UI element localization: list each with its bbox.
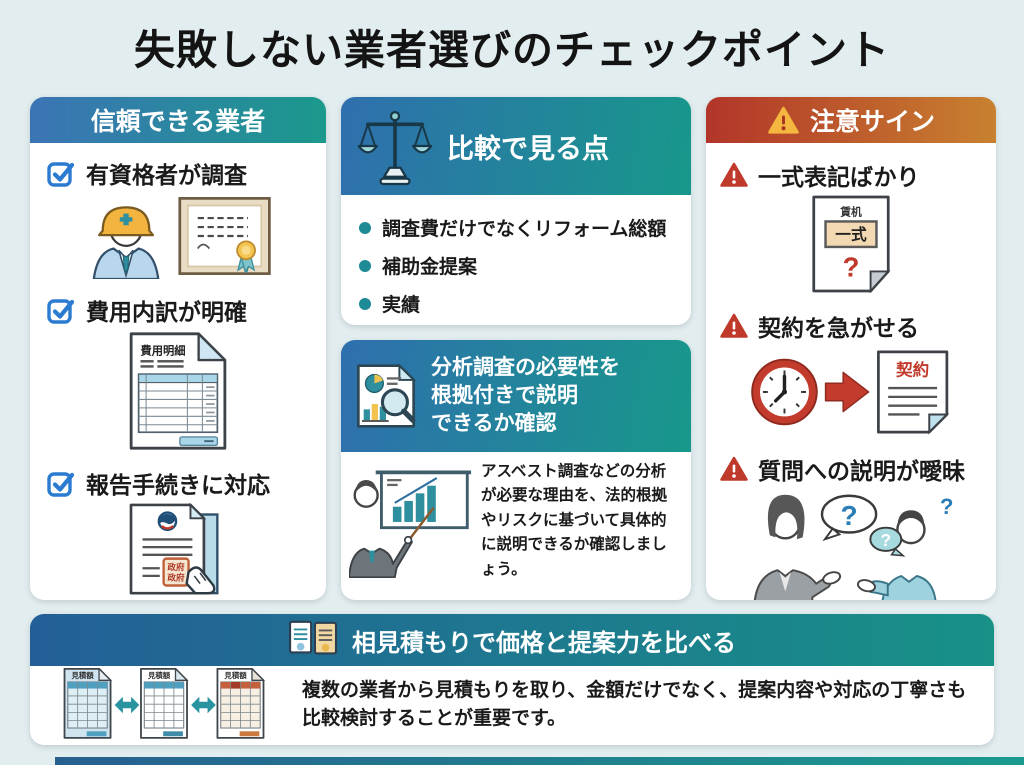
government-document-illustration: 政府 政府 xyxy=(30,502,326,598)
banner-body: 見積額 見積額 xyxy=(30,666,994,742)
trusted-card-title: 信頼できる業者 xyxy=(90,108,266,136)
analysis-body-text: アスベスト調査などの分析が必要な理由を、法的根拠やリスクに基づいて具体的に説明で… xyxy=(481,463,668,578)
invoice-title-text: 費用明細 xyxy=(140,343,186,357)
check-item-label: 費用内訳が明確 xyxy=(86,299,247,325)
analysis-card-body: アスベスト調査などの分析が必要な理由を、法的根拠やリスクに基づいて具体的に説明で… xyxy=(341,452,691,582)
rush-contract-illustration: 契約 xyxy=(706,345,996,437)
bullet-item: 補助金提案 xyxy=(359,252,673,279)
banner-body-text: 複数の業者から見積もりを取り、金額だけでなく、提案内容や対応の丁寧さも比較検討す… xyxy=(302,679,967,730)
stamp-text-2: 政府 xyxy=(167,572,185,583)
bullet-label: 補助金提案 xyxy=(382,257,478,278)
comparison-banner: 相見積もりで価格と提案力を比べる 見積額 見積額 xyxy=(30,614,994,745)
comparison-card: 比較で見る点 調査費だけでなくリフォーム総額 補助金提案 実績 xyxy=(341,97,691,325)
analysis-title-line1: 分析調査の必要性を xyxy=(431,356,620,380)
bullet-item: 実績 xyxy=(359,290,673,317)
check-item-label: 有資格者が調査 xyxy=(86,162,247,188)
invoice-svg: 費用明細 xyxy=(129,332,227,450)
contract-label-text: 契約 xyxy=(895,359,929,379)
estimate-doc-title-text: 賃机 xyxy=(839,206,862,219)
warning-signs-card: 注意サイン 一式表記ばかり 賃机 一式 ? xyxy=(706,97,996,600)
page-title: 失敗しない業者選びのチェックポイント xyxy=(134,27,890,73)
comparison-card-header: 比較で見る点 xyxy=(341,97,691,195)
documents-icon xyxy=(289,620,338,655)
analysis-title-line2: 根拠付きで説明 xyxy=(431,384,578,408)
trusted-contractor-card: 信頼できる業者 有資格者が調査 xyxy=(30,97,326,600)
vague-answers-svg: ? ? ? xyxy=(753,494,954,600)
comparison-bullet-list: 調査費だけでなくリフォーム総額 補助金提案 実績 xyxy=(341,195,691,325)
warning-triangle-icon xyxy=(720,313,748,338)
scales-icon xyxy=(357,110,433,186)
lumpsum-estimate-svg: 賃机 一式 ? xyxy=(812,195,891,293)
presenter-illustration xyxy=(349,470,472,579)
bullet-item: 調査費だけでなくリフォーム総額 xyxy=(359,214,673,241)
lumpsum-estimate-illustration: 賃机 一式 ? xyxy=(706,194,996,294)
quote-doc-label: 見積額 xyxy=(223,671,247,680)
invoice-illustration: 費用明細 xyxy=(30,329,326,453)
middle-column: 比較で見る点 調査費だけでなくリフォーム総額 補助金提案 実績 xyxy=(341,97,691,600)
check-item-reporting: 報告手続きに対応 xyxy=(46,466,318,500)
warning-item-label: 一式表記ばかり xyxy=(758,164,920,190)
warning-triangle-icon xyxy=(720,456,748,481)
quote-doc-label: 見積額 xyxy=(71,671,95,680)
quote-doc-label: 見積額 xyxy=(147,671,171,680)
bullet-label: 実績 xyxy=(382,295,421,316)
checkbox-icon xyxy=(47,299,75,324)
quote-comparison-illustration: 見積額 見積額 xyxy=(63,668,266,739)
check-item-costs: 費用内訳が明確 xyxy=(46,293,318,327)
analysis-report-icon xyxy=(357,363,417,428)
worker-certificate-illustration xyxy=(30,192,326,280)
warning-item-rush: 契約を急がせる xyxy=(720,309,990,343)
warning-item-vague: 質問への説明が曖昧 xyxy=(720,452,990,486)
analysis-card-title: 分析調査の必要性を 根拠付きで説明 できるか確認 xyxy=(431,354,620,437)
warning-item-lumpsum: 一式表記ばかり xyxy=(720,158,990,192)
warning-triangle-icon xyxy=(720,162,748,187)
columns-container: 信頼できる業者 有資格者が調査 xyxy=(30,97,996,600)
banner-header: 相見積もりで価格と提案力を比べる xyxy=(30,614,994,666)
warning-item-label: 契約を急がせる xyxy=(758,315,919,341)
check-item-qualified: 有資格者が調査 xyxy=(46,156,318,190)
trusted-card-header: 信頼できる業者 xyxy=(30,97,326,143)
analysis-explanation-card: 分析調査の必要性を 根拠付きで説明 できるか確認 xyxy=(341,340,691,600)
analysis-card-header: 分析調査の必要性を 根拠付きで説明 できるか確認 xyxy=(341,340,691,452)
bullet-label: 調査費だけでなくリフォーム総額 xyxy=(382,219,667,240)
banner-title: 相見積もりで価格と提案力を比べる xyxy=(352,629,736,657)
warning-card-header: 注意サイン xyxy=(706,97,996,143)
bubble-question-2: ? xyxy=(880,530,891,550)
warning-card-title: 注意サイン xyxy=(809,108,935,136)
bullet-dot-icon xyxy=(359,259,371,272)
stamp-text-1: 政府 xyxy=(167,561,185,572)
vague-answers-illustration: ? ? ? xyxy=(706,488,996,600)
rush-contract-svg: 契約 xyxy=(751,350,950,435)
government-document-svg: 政府 政府 xyxy=(129,503,219,595)
estimate-box-text: 一式 xyxy=(835,225,867,244)
check-item-label: 報告手続きに対応 xyxy=(86,472,270,498)
bubble-question-1: ? xyxy=(841,500,858,531)
checkbox-icon xyxy=(47,162,75,187)
estimate-question-text: ? xyxy=(843,251,860,282)
comparison-card-title: 比較で見る点 xyxy=(447,133,609,164)
worker-certificate-svg xyxy=(92,197,271,279)
bullet-dot-icon xyxy=(359,297,371,310)
warning-triangle-icon xyxy=(768,106,799,134)
warning-item-label: 質問への説明が曖昧 xyxy=(758,458,965,484)
bullet-dot-icon xyxy=(359,221,371,234)
bubble-question-3: ? xyxy=(940,494,954,519)
checkbox-icon xyxy=(47,472,75,497)
footer-accent-strip xyxy=(55,757,1024,765)
analysis-title-line3: できるか確認 xyxy=(431,411,557,435)
